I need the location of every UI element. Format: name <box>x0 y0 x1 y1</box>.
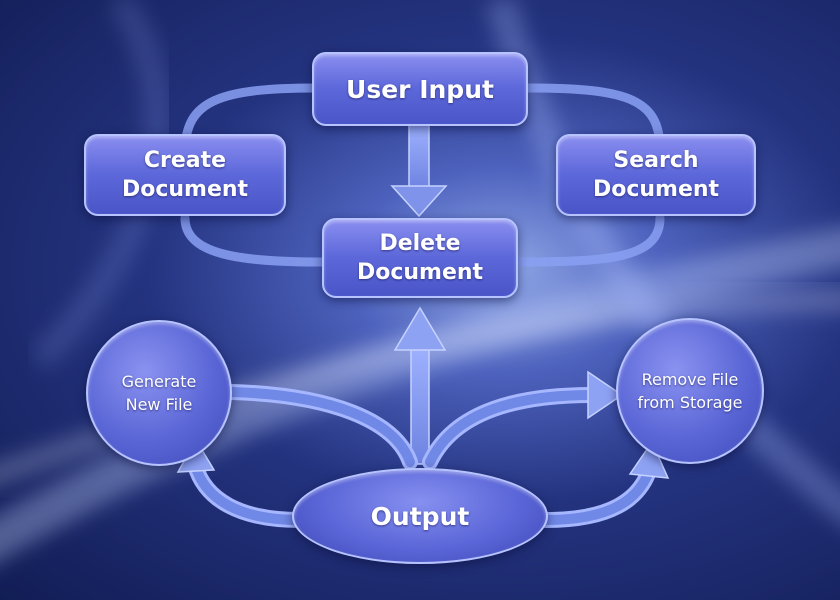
arrow-user-input-to-delete <box>390 123 448 218</box>
generate-new-file-label-line2: New File <box>125 395 193 414</box>
create-document-node: Create Document <box>84 134 286 216</box>
generate-new-file-label-line1: Generate <box>121 372 197 391</box>
create-document-label-line2: Document <box>121 177 249 202</box>
create-document-label-line1: Create <box>143 148 227 173</box>
arrow-output-to-generate <box>176 438 308 528</box>
output-label: Output <box>370 501 470 531</box>
search-document-node: Search Document <box>556 134 756 216</box>
arrow-output-to-delete <box>393 306 447 465</box>
remove-file-label-line2: from Storage <box>637 393 743 412</box>
arrow-output-to-remove-lower <box>538 440 670 528</box>
arrow-generate-to-output <box>224 384 418 470</box>
delete-document-label-line1: Delete <box>379 231 461 256</box>
remove-file-label-line1: Remove File <box>641 370 739 389</box>
loop-connector-right-bottom <box>513 213 665 267</box>
arrow-output-to-remove-file <box>422 370 624 470</box>
loop-connector-left-bottom <box>180 213 328 267</box>
loop-connector-right-top <box>523 83 665 155</box>
search-document-label-line1: Search <box>613 148 699 173</box>
output-node: Output <box>292 468 548 564</box>
delete-document-node: Delete Document <box>322 218 518 298</box>
search-document-label-line2: Document <box>592 177 720 202</box>
user-input-node: User Input <box>312 52 528 126</box>
delete-document-label-line2: Document <box>356 260 484 285</box>
generate-new-file-node: Generate New File <box>86 320 232 466</box>
remove-file-node: Remove File from Storage <box>616 318 764 464</box>
user-input-label: User Input <box>346 74 494 104</box>
